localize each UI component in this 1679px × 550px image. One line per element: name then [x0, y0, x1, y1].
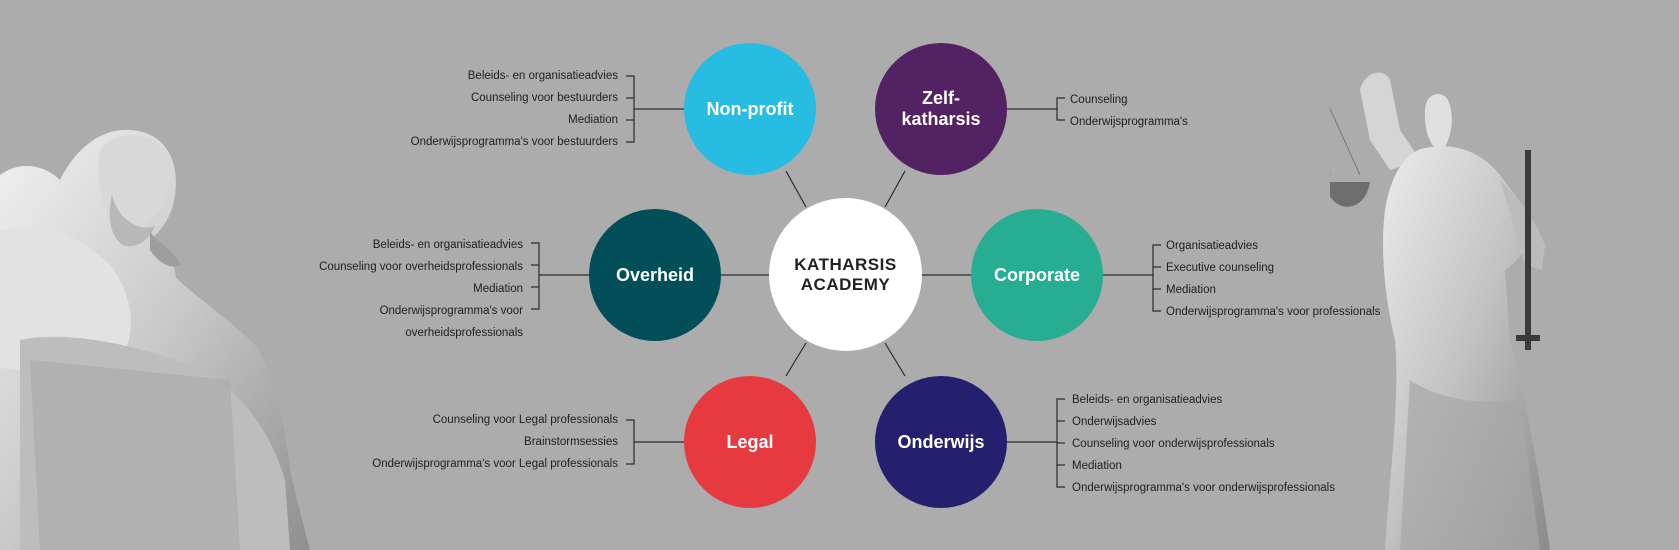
list-item: Onderwijsprogramma's [1070, 116, 1188, 128]
list-item: Counseling voor overheidsprofessionals [319, 261, 523, 273]
list-item: overheidsprofessionals [405, 327, 523, 339]
onderwijs-services: Beleids- en organisatieadvies Onderwijsa… [1072, 389, 1335, 499]
node-non-profit[interactable]: Non-profit [684, 43, 816, 175]
list-item: Onderwijsprogramma's voor onderwijsprofe… [1072, 482, 1335, 494]
node-zelf-katharsis[interactable]: Zelf- katharsis [875, 43, 1007, 175]
node-legal[interactable]: Legal [684, 376, 816, 508]
node-onderwijs[interactable]: Onderwijs [875, 376, 1007, 508]
socrates-statue-image [0, 129, 310, 550]
node-onderwijs-label: Onderwijs [897, 431, 985, 452]
node-overheid-label: Overheid [615, 264, 695, 285]
list-item: Organisatieadvies [1166, 240, 1259, 252]
list-item: Counseling voor Legal professionals [432, 414, 618, 426]
list-item: Onderwijsadvies [1072, 416, 1157, 428]
zelf-katharsis-services: Counseling Onderwijsprogramma's [1070, 89, 1188, 133]
list-item: Beleids- en organisatieadvies [467, 70, 618, 82]
center-katharsis-academy[interactable]: KATHARSIS ACADEMY [769, 198, 922, 351]
node-non-profit-label: Non-profit [706, 98, 794, 119]
center-label: KATHARSIS ACADEMY [794, 254, 897, 294]
node-corporate-label: Corporate [993, 264, 1080, 285]
lady-justice-statue-image [1330, 72, 1550, 550]
non-profit-services: Beleids- en organisatieadvies Counseling… [411, 65, 618, 153]
list-item: Mediation [1072, 460, 1122, 472]
list-item: Onderwijsprogramma's voor bestuurders [410, 136, 618, 148]
list-item: Mediation [473, 283, 523, 295]
list-item: Counseling [1070, 94, 1128, 106]
list-item: Onderwijsprogramma's voor Legal professi… [372, 458, 618, 470]
list-item: Mediation [568, 114, 618, 126]
list-item: Executive counseling [1166, 262, 1275, 274]
legal-services: Counseling voor Legal professionals Brai… [372, 409, 618, 475]
corporate-services: Organisatieadvies Executive counseling M… [1166, 235, 1380, 323]
node-zelf-katharsis-label: Zelf- katharsis [901, 88, 981, 129]
node-overheid[interactable]: Overheid [589, 209, 721, 341]
list-item: Onderwijsprogramma's voor [379, 305, 523, 317]
node-legal-label: Legal [726, 431, 774, 452]
list-item: Mediation [1166, 284, 1216, 296]
list-item: Onderwijsprogramma's voor professionals [1166, 306, 1381, 318]
overheid-services: Beleids- en organisatieadvies Counseling… [319, 234, 523, 344]
list-item: Beleids- en organisatieadvies [372, 239, 523, 251]
list-item: Brainstormsessies [524, 436, 618, 448]
list-item: Counseling voor bestuurders [470, 92, 618, 104]
node-corporate[interactable]: Corporate [971, 209, 1103, 341]
list-item: Counseling voor onderwijsprofessionals [1072, 438, 1275, 450]
list-item: Beleids- en organisatieadvies [1072, 394, 1223, 406]
